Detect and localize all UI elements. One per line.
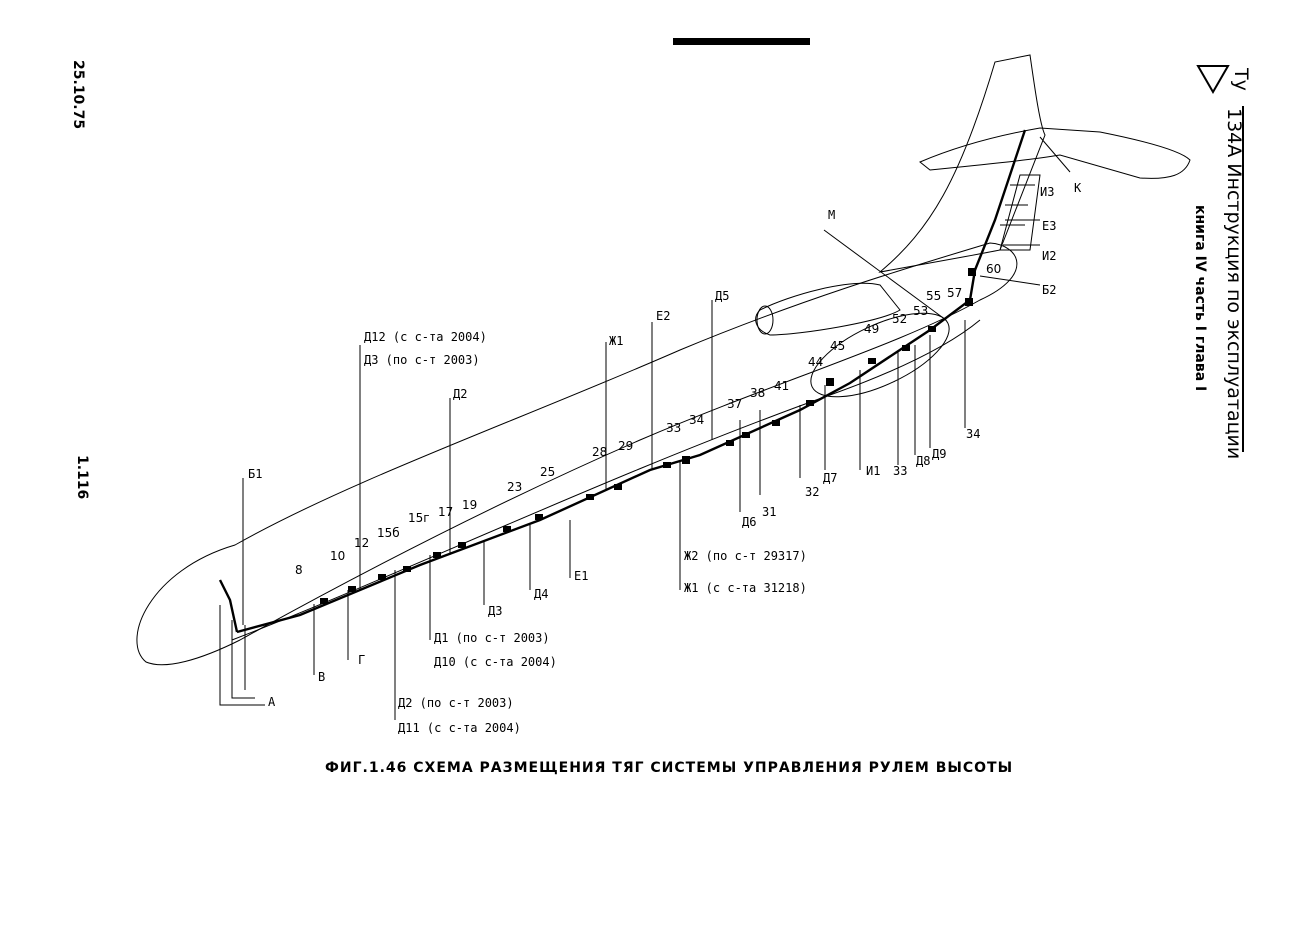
station-10: 10: [330, 549, 345, 563]
station-38: 38: [750, 386, 765, 400]
station-15b: 15б: [377, 526, 400, 540]
label-d6: Д6: [742, 515, 756, 529]
station-34: 34: [689, 413, 704, 427]
header-subtitle: книга IV часть I глава I: [1192, 205, 1208, 391]
leader-lines: [219, 136, 1071, 720]
label-d8: Д8: [916, 454, 930, 468]
station-28: 28: [592, 445, 607, 459]
header-logo: Ту: [1196, 65, 1252, 95]
labels: Д12 (с с-та 2004) Д3 (по с-т 2003) Д2 Ж1…: [248, 181, 1082, 735]
label-e3: Е3: [1042, 219, 1056, 233]
station-23: 23: [507, 480, 522, 494]
station-53: 53: [913, 304, 928, 318]
label-d3a: Д3 (по с-т 2003): [364, 353, 480, 367]
label-d2b: Д2 (по с-т 2003): [398, 696, 514, 710]
engine-intake: [756, 305, 774, 335]
station-8: 8: [295, 563, 303, 577]
label-a: А: [268, 695, 276, 709]
station-17: 17: [438, 505, 453, 519]
label-j1-top: Ж1: [609, 334, 623, 348]
figure-caption: ФИГ.1.46 СХЕМА РАЗМЕЩЕНИЯ ТЯГ СИСТЕМЫ УП…: [325, 760, 1013, 776]
fuselage-lower-line: [231, 319, 981, 641]
label-d4: Д4: [534, 587, 548, 601]
label-i2: И2: [1042, 249, 1056, 263]
label-d12: Д12 (с с-та 2004): [364, 330, 487, 344]
station-45: 45: [830, 339, 845, 353]
station-25: 25: [540, 465, 555, 479]
label-j2: Ж2 (по с-т 29317): [684, 549, 807, 563]
engine-nacelle: [755, 282, 901, 336]
label-d5: Д5: [715, 289, 729, 303]
station-57: 57: [947, 286, 962, 300]
fuselage-outline: [136, 242, 1018, 666]
station-55: 55: [926, 289, 941, 303]
label-d3b: Д3: [488, 604, 502, 618]
label-z1: З1: [762, 505, 776, 519]
control-rod-front: [218, 579, 239, 633]
label-d2-top: Д2: [453, 387, 467, 401]
control-rod-path: [236, 129, 1027, 634]
elevator-surface: [999, 174, 1041, 251]
label-z4: З4: [966, 427, 980, 441]
label-e1: Е1: [574, 569, 588, 583]
label-z2: З2: [805, 485, 819, 499]
label-d11: Д11 (с с-та 2004): [398, 721, 521, 735]
side-date: 25.10.75: [70, 60, 86, 129]
station-33: 33: [666, 421, 681, 435]
label-m: М: [828, 208, 835, 222]
label-z3: З3: [893, 464, 907, 478]
station-52: 52: [892, 312, 907, 326]
rod-brackets: [320, 268, 976, 604]
label-e2: Е2: [656, 309, 670, 323]
label-j1: Ж1 (с с-та 31218): [684, 581, 807, 595]
logo-text: Ту: [1230, 67, 1252, 91]
label-d1: Д1 (по с-т 2003): [434, 631, 550, 645]
label-b1: Б1: [248, 467, 262, 481]
station-12: 12: [354, 536, 369, 550]
label-d9: Д9: [932, 447, 946, 461]
label-d7: Д7: [823, 471, 837, 485]
label-v: В: [318, 670, 325, 684]
label-b2: Б2: [1042, 283, 1056, 297]
horizontal-stabilizer: [919, 127, 1191, 179]
aft-section-ellipse: [810, 312, 950, 398]
label-k: К: [1074, 181, 1082, 195]
label-i1: И1: [866, 464, 880, 478]
station-37: 37: [727, 397, 742, 411]
top-bar: [673, 38, 810, 45]
station-29: 29: [618, 439, 633, 453]
label-i3: И3: [1040, 185, 1054, 199]
vertical-stabilizer: [878, 54, 1046, 273]
station-49: 49: [864, 322, 879, 336]
station-60: 60: [986, 262, 1001, 276]
label-d10: Д10 (с с-та 2004): [434, 655, 557, 669]
station-44: 44: [808, 355, 823, 369]
header-title: 134А Инструкция по эксплуатации: [1223, 108, 1245, 459]
station-19: 19: [462, 498, 477, 512]
station-numbers: 60 55 57 53 52 49 45 44 41 38 37 34 33 2…: [295, 262, 1001, 577]
label-g: Г: [358, 653, 365, 667]
side-page: 1.116: [74, 455, 90, 499]
station-41: 41: [774, 379, 789, 393]
station-15g: 15г: [408, 511, 430, 525]
